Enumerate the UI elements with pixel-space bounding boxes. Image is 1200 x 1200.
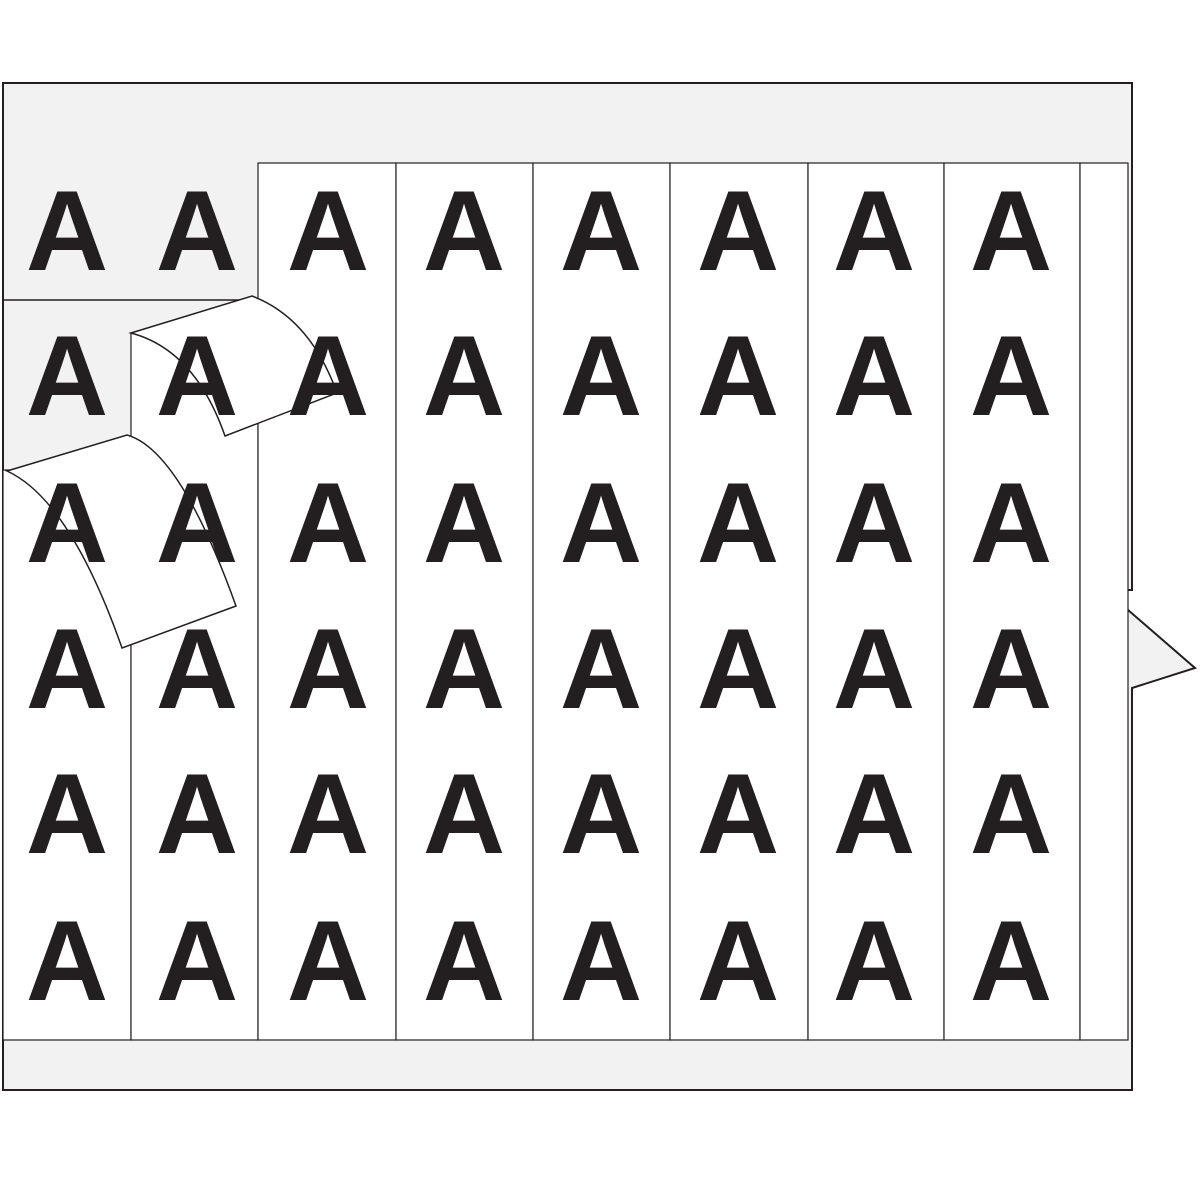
label-letter: A [156,168,238,295]
label-letter: A [833,751,915,878]
label-letter: A [697,751,779,878]
label-letter: A [26,460,108,587]
label-column [257,162,397,1041]
label-letter: A [287,898,369,1025]
label-letter: A [560,460,642,587]
label-letter: A [287,751,369,878]
label-columns [2,162,1129,1041]
label-letter: A [287,168,369,295]
label-letter: A [697,313,779,440]
label-letter: A [560,313,642,440]
label-letter: A [697,460,779,587]
label-letter: A [697,898,779,1025]
label-letter: A [970,168,1052,295]
label-letter: A [833,606,915,733]
label-letter: A [560,898,642,1025]
label-letter: A [26,313,108,440]
sheet-lines [3,295,338,649]
label-letter: A [423,606,505,733]
label-letter: A [833,898,915,1025]
label-letter: A [560,606,642,733]
label-letter: A [287,460,369,587]
label-letter: A [970,313,1052,440]
label-column [532,162,671,1041]
label-letter: A [26,168,108,295]
peeled-label-upper [128,295,338,437]
label-column [669,162,809,1041]
label-letter: A [26,751,108,878]
label-letter: A [560,751,642,878]
label-letter: A [560,168,642,295]
label-letter: A [423,751,505,878]
label-column [395,162,534,1041]
label-letter: A [156,898,238,1025]
label-letter: A [970,751,1052,878]
label-column [943,162,1081,1041]
label-letter: A [287,606,369,733]
label-letter: A [423,168,505,295]
label-letter: A [423,313,505,440]
label-letter: A [697,606,779,733]
label-letter: A [833,168,915,295]
label-letter: A [156,313,238,440]
label-letter: A [26,606,108,733]
label-letter: A [833,460,915,587]
label-letter: A [26,898,108,1025]
label-letter: A [423,898,505,1025]
label-letter: A [156,751,238,878]
peeled-label-lower [4,434,237,649]
label-letter: A [970,460,1052,587]
label-column [1079,162,1129,1041]
label-letter: A [287,313,369,440]
label-letter: A [156,606,238,733]
label-column [807,162,945,1041]
label-letter: A [970,898,1052,1025]
label-letter: A [156,460,238,587]
label-letter: A [833,313,915,440]
label-letter: A [970,606,1052,733]
label-letter: A [423,460,505,587]
label-letter: A [697,168,779,295]
